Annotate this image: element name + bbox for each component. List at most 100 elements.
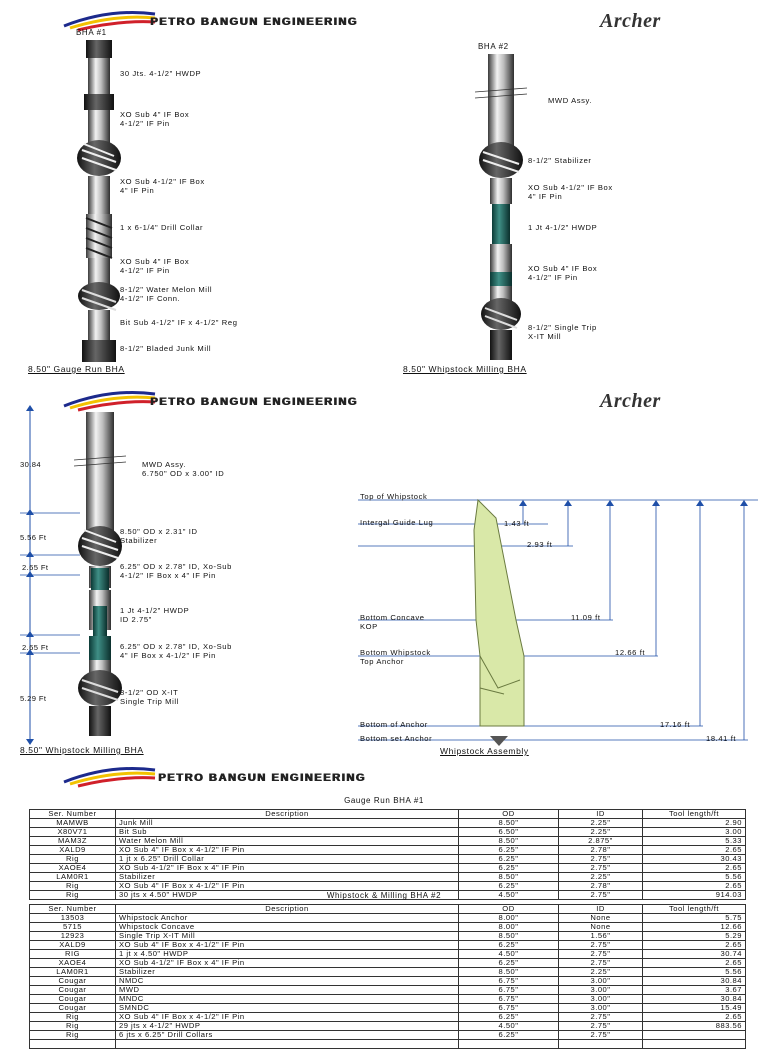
panel2-label-1: MWD Assy. 6.750" OD x 3.00" ID (142, 460, 225, 478)
table-cell: 2.75" (558, 949, 643, 959)
panel2-label-3: 6.25" OD x 2.78" ID, Xo-Sub 4-1/2" IF Bo… (120, 562, 232, 580)
table-cell: 2.75" (558, 958, 643, 968)
table-cell: Cougar (29, 994, 116, 1004)
bha2-caption: 8.50" Whipstock Milling BHA (403, 364, 527, 374)
table-cell: 6.25" (458, 958, 559, 968)
table-cell: XO Sub 4" IF Box x 4-1/2" IF Pin (115, 1012, 459, 1022)
table1-header-1: Description (115, 809, 459, 819)
table-cell: 6.25" (458, 845, 559, 855)
whipstock-distance-6: 18.41 ft (706, 734, 737, 743)
table-cell: Stabilizer (115, 967, 459, 977)
table-cell: 2.78" (558, 845, 643, 855)
panel2-label-2: 8.50" OD x 2.31" ID Stabilizer (120, 527, 198, 545)
table-cell: 5.33 (642, 836, 746, 846)
table-cell: 2.75" (558, 1030, 643, 1040)
table-cell: 12.66 (642, 922, 746, 932)
table-cell: XAOE4 (29, 958, 116, 968)
table-cell: None (558, 913, 643, 923)
table-cell: 6 jts x 6.25" Drill Collars (115, 1030, 459, 1040)
bha2-label-3: XO Sub 4-1/2" IF Box 4" IF Pin (528, 183, 613, 201)
table-cell: XAOE4 (29, 863, 116, 873)
table-cell: 6.75" (458, 985, 559, 995)
table1-header-2: OD (458, 809, 559, 819)
table-cell: 6.75" (458, 976, 559, 986)
company-logo-swoosh-icon (63, 11, 156, 32)
table-cell: XALD9 (29, 940, 116, 950)
table-cell: 2.875" (558, 836, 643, 846)
panel2-label-5: 6.25" OD x 2.78" ID, Xo-Sub 4" IF Box x … (120, 642, 232, 660)
bha2-label-2: 8-1/2" Stabilizer (528, 156, 592, 165)
table-cell: Single Trip X-IT Mill (115, 931, 459, 941)
whipstock-distance-1: 1.43 ft (504, 519, 530, 528)
table-cell: XO Sub 4" IF Box x 4-1/2" IF Pin (115, 881, 459, 891)
table-cell (558, 1039, 643, 1049)
dim-5: 5.29 Ft (20, 694, 47, 703)
whipstock-point-4: Bottom Whipstock Top Anchor (360, 648, 431, 666)
table-cell: 883.56 (642, 1021, 746, 1031)
table-cell: 2.65 (642, 940, 746, 950)
bha1-caption: 8.50" Gauge Run BHA (28, 364, 125, 374)
table-cell: 2.75" (558, 1021, 643, 1031)
table-cell: X80V71 (29, 827, 116, 837)
table-cell: 8.50" (458, 967, 559, 977)
bha1-label-5: XO Sub 4" IF Box 4-1/2" IF Pin (120, 257, 190, 275)
table-cell: 6.25" (458, 854, 559, 864)
table-cell: 6.25" (458, 1030, 559, 1040)
table-cell: 2.65 (642, 881, 746, 891)
bha1-name: BHA #1 (76, 28, 107, 37)
client-logo: Archer (600, 10, 661, 32)
table-cell: 2.90 (642, 818, 746, 828)
bha1-label-3: XO Sub 4-1/2" IF Box 4" IF Pin (120, 177, 205, 195)
dim-1: 30.84 (20, 460, 42, 469)
table2-header-3: ID (558, 904, 643, 914)
table-cell (458, 1039, 559, 1049)
table-cell: XO Sub 4" IF Box x 4-1/2" IF Pin (115, 845, 459, 855)
table-cell: 8.50" (458, 872, 559, 882)
table2-header-4: Tool length/ft (642, 904, 746, 914)
whipstock-point-1: Top of Whipstock (360, 492, 428, 501)
table-cell: 5715 (29, 922, 116, 932)
table-cell: Rig (29, 854, 116, 864)
table-cell: 3.00" (558, 994, 643, 1004)
table-cell: SMNDC (115, 1003, 459, 1013)
table-cell: MNDC (115, 994, 459, 1004)
company-logo-swoosh-icon (63, 767, 156, 788)
table-cell: MWD (115, 985, 459, 995)
table-cell: XO Sub 4-1/2" IF Box x 4" IF Pin (115, 863, 459, 873)
bha2-label-4: 1 Jt 4-1/2" HWDP (528, 223, 598, 232)
bha1-label-2: XO Sub 4" IF Box 4-1/2" IF Pin (120, 110, 190, 128)
bha1-label-7: Bit Sub 4-1/2" IF x 4-1/2" Reg (120, 318, 238, 327)
table-cell: Junk Mill (115, 818, 459, 828)
panel2-label-6: 8-1/2" OD X-IT Single Trip Mill (120, 688, 179, 706)
table2-header-0: Ser. Number (29, 904, 116, 914)
table1-header-0: Ser. Number (29, 809, 116, 819)
table-cell: 5.56 (642, 872, 746, 882)
table2-header-2: OD (458, 904, 559, 914)
table-cell: 2.25" (558, 872, 643, 882)
table-cell: 1 jt x 4.50" HWDP (115, 949, 459, 959)
table-cell: 2.75" (558, 863, 643, 873)
table-cell: 2.78" (558, 881, 643, 891)
header-banner-2: PETRO BANGUN ENGINEERING (60, 386, 460, 416)
table-cell: 2.75" (558, 940, 643, 950)
table-cell: XALD9 (29, 845, 116, 855)
client-logo: Archer (600, 390, 661, 412)
table-cell: Cougar (29, 1003, 116, 1013)
table-cell: 30.43 (642, 854, 746, 864)
table-cell: 4.50" (458, 949, 559, 959)
table-cell (642, 1039, 746, 1049)
